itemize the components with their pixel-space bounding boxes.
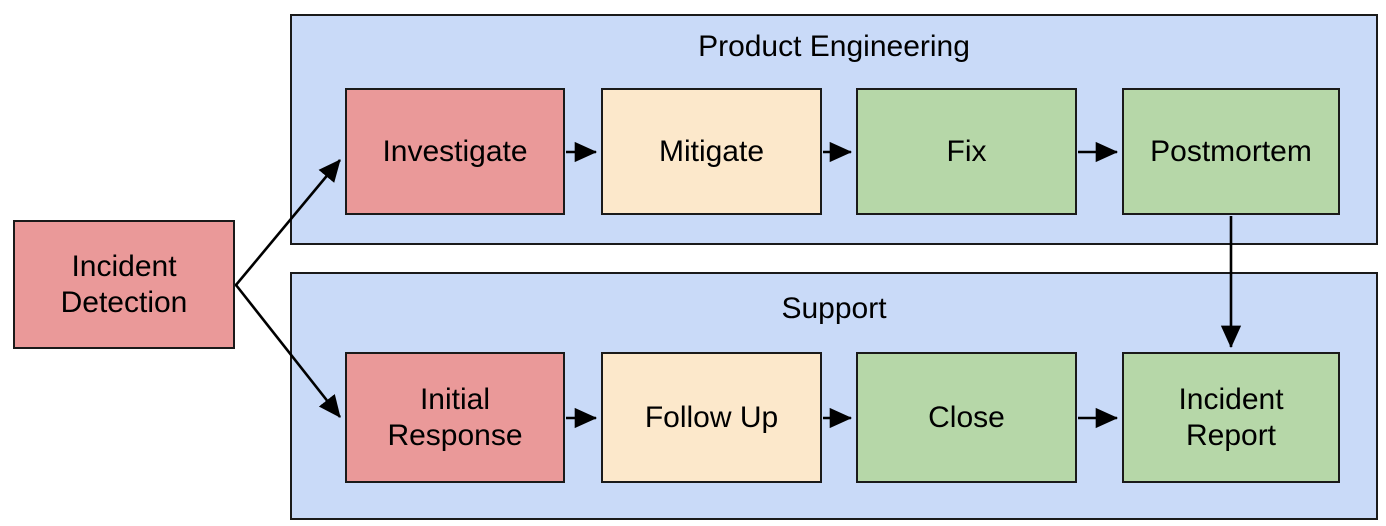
node-label-initial-response: Initial Response [387,382,523,452]
swimlane-title-support: Support [781,292,887,325]
node-close[interactable]: Close [856,352,1077,483]
node-label-fix: Fix [946,134,987,168]
node-label-follow-up: Follow Up [644,400,779,434]
node-label-mitigate: Mitigate [658,134,765,168]
node-initial-response[interactable]: Initial Response [345,352,565,483]
node-incident-report[interactable]: Incident Report [1122,352,1340,483]
node-label-postmortem: Postmortem [1150,134,1312,168]
node-investigate[interactable]: Investigate [345,88,565,215]
node-mitigate[interactable]: Mitigate [601,88,822,215]
node-postmortem[interactable]: Postmortem [1122,88,1340,215]
node-incident-detection[interactable]: Incident Detection [13,220,235,349]
node-label-incident-report: Incident Report [1178,382,1284,452]
node-fix[interactable]: Fix [856,88,1077,215]
swimlane-title-product-engineering: Product Engineering [698,30,970,63]
node-label-investigate: Investigate [382,134,528,168]
node-label-close: Close [928,400,1005,434]
node-follow-up[interactable]: Follow Up [601,352,822,483]
node-label-incident-detection: Incident Detection [60,249,188,319]
